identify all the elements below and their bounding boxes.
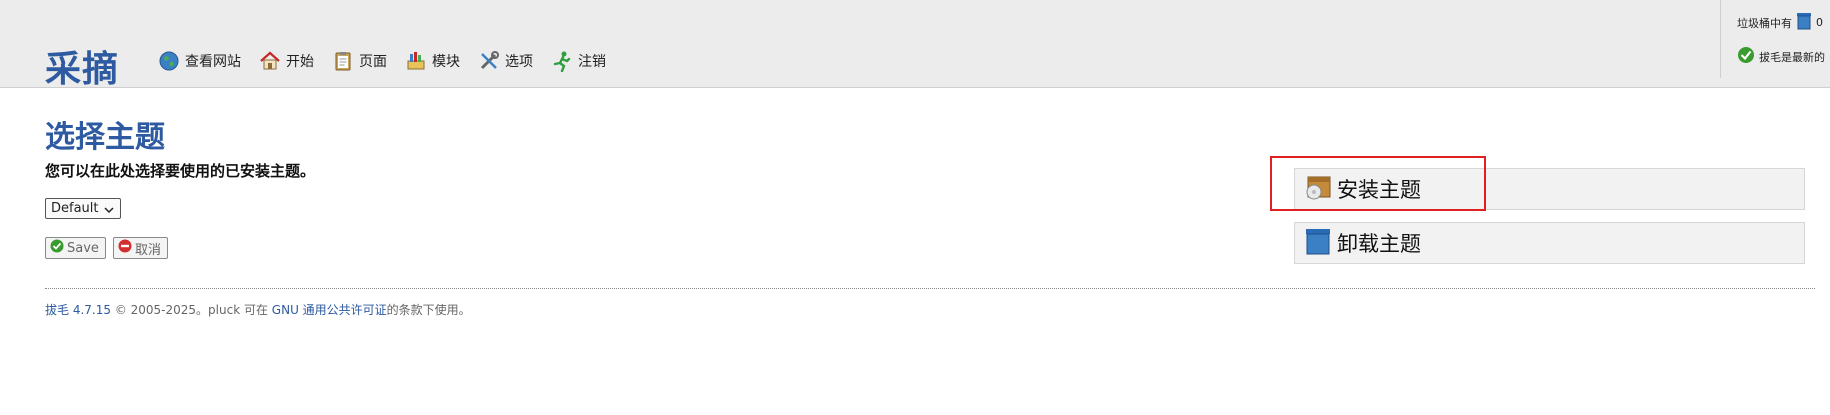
top-bar: 采摘 查看网站 开始 (0, 0, 1830, 90)
site-logo[interactable]: 采摘 (45, 49, 120, 90)
install-theme-panel[interactable]: 安装主题 (1294, 168, 1805, 210)
theme-select-value: Default (51, 201, 99, 216)
nav-start[interactable]: 开始 (259, 50, 314, 72)
globe-icon (158, 50, 180, 72)
update-status: 拔毛是最新的 (1737, 46, 1825, 67)
nav-label: 模块 (432, 54, 460, 70)
footer: 拔毛 4.7.15 © 2005-2025。pluck 可在 GNU 通用公共许… (45, 301, 471, 318)
uninstall-theme-panel[interactable]: 卸载主题 (1294, 222, 1805, 264)
install-package-icon (1303, 172, 1333, 207)
nav-label: 注销 (578, 54, 606, 70)
logout-runner-icon (551, 50, 573, 73)
nav-logout[interactable]: 注销 (551, 50, 606, 73)
check-icon (1737, 46, 1755, 67)
nav-label: 页面 (359, 54, 387, 70)
main-nav: 查看网站 开始 (158, 50, 624, 73)
trash-count: 0 (1816, 16, 1823, 29)
trash-icon (1796, 12, 1812, 33)
version-link[interactable]: 拔毛 4.7.15 (45, 303, 111, 317)
license-link[interactable]: GNU 通用公共许可证 (271, 303, 387, 317)
tools-icon (478, 50, 500, 72)
copyright-text: © 2005-2025。pluck 可在 (114, 303, 268, 317)
nav-modules[interactable]: 模块 (405, 50, 460, 72)
nav-label: 开始 (286, 54, 314, 70)
modules-icon (405, 50, 427, 72)
footer-suffix: 的条款下使用。 (386, 303, 471, 317)
nav-pages[interactable]: 页面 (332, 50, 387, 72)
cancel-label: 取消 (135, 242, 162, 258)
nav-options[interactable]: 选项 (478, 50, 533, 72)
theme-select[interactable]: Default (45, 198, 121, 219)
install-theme-label: 安装主题 (1337, 178, 1421, 202)
nav-label: 查看网站 (185, 54, 241, 70)
status-area: 垃圾桶中有 0 拔毛是最新的 (1720, 0, 1830, 78)
page-description: 您可以在此处选择要使用的已安装主题。 (45, 162, 316, 180)
trash-label: 垃圾桶中有 (1737, 16, 1792, 30)
check-icon (50, 239, 64, 257)
home-icon (259, 50, 281, 72)
trash-status[interactable]: 垃圾桶中有 0 (1737, 12, 1823, 33)
chevron-down-icon (104, 204, 114, 219)
highlight-box (1270, 156, 1486, 211)
footer-divider (45, 288, 1815, 289)
save-label: Save (67, 240, 99, 256)
save-button[interactable]: Save (45, 237, 106, 259)
nav-view-site[interactable]: 查看网站 (158, 50, 241, 72)
nav-label: 选项 (505, 54, 533, 70)
page-title: 选择主题 (45, 120, 165, 155)
clipboard-icon (332, 50, 354, 72)
cancel-button[interactable]: 取消 (113, 237, 169, 259)
update-label: 拔毛是最新的 (1759, 50, 1825, 64)
uninstall-theme-label: 卸载主题 (1337, 232, 1421, 256)
cancel-icon (118, 239, 132, 257)
trash-icon (1303, 226, 1333, 261)
